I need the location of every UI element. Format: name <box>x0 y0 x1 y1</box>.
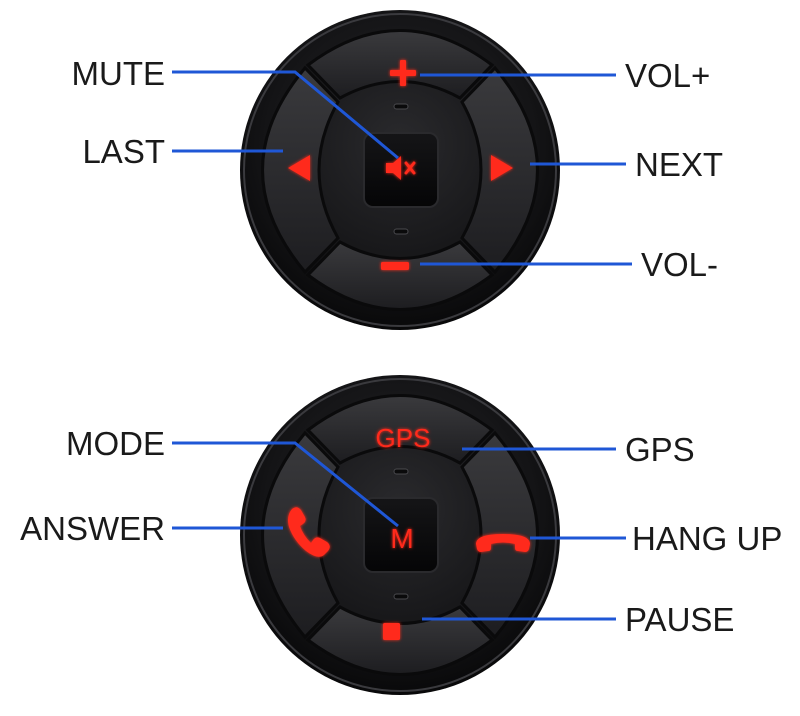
triangle-left-icon <box>288 155 310 181</box>
label-pause: PAUSE <box>625 601 735 638</box>
leader-line-mode <box>172 441 399 528</box>
pause-button[interactable] <box>305 605 495 676</box>
leader-lines-top <box>172 70 632 266</box>
indicator-slot <box>393 103 409 110</box>
label-next: NEXT <box>635 146 724 183</box>
controller-rim <box>243 13 557 327</box>
label-answer: ANSWER <box>20 510 165 547</box>
label-gps: GPS <box>625 431 695 468</box>
controller-rim <box>243 378 557 692</box>
stop-square-icon <box>383 623 400 640</box>
speaker-mute-icon <box>386 156 416 180</box>
gps-button[interactable] <box>305 394 495 465</box>
controller-bottom: GPS M <box>172 375 626 695</box>
label-vol-minus: VOL- <box>641 246 719 283</box>
indicator-slot <box>393 228 409 235</box>
label-vol-plus: VOL+ <box>625 57 711 94</box>
label-hang-up: HANG UP <box>632 520 783 557</box>
mode-button[interactable] <box>363 497 439 573</box>
phone-answer-icon <box>288 507 330 557</box>
indicator-slot <box>393 468 409 475</box>
indicator-slot <box>393 593 409 600</box>
label-last: LAST <box>82 133 165 170</box>
label-mode: MODE <box>66 425 165 462</box>
phone-hangup-icon <box>476 534 530 552</box>
label-mute: MUTE <box>71 55 166 92</box>
controller-top <box>172 10 632 330</box>
leader-line-mute <box>172 70 399 160</box>
plus-icon <box>390 60 416 86</box>
minus-icon <box>381 262 409 270</box>
mode-m-icon: M <box>390 523 413 554</box>
gps-text-icon: GPS <box>376 423 431 453</box>
triangle-right-icon <box>491 155 513 181</box>
leader-lines-bottom <box>172 441 626 621</box>
vol-minus-button[interactable] <box>305 240 495 311</box>
